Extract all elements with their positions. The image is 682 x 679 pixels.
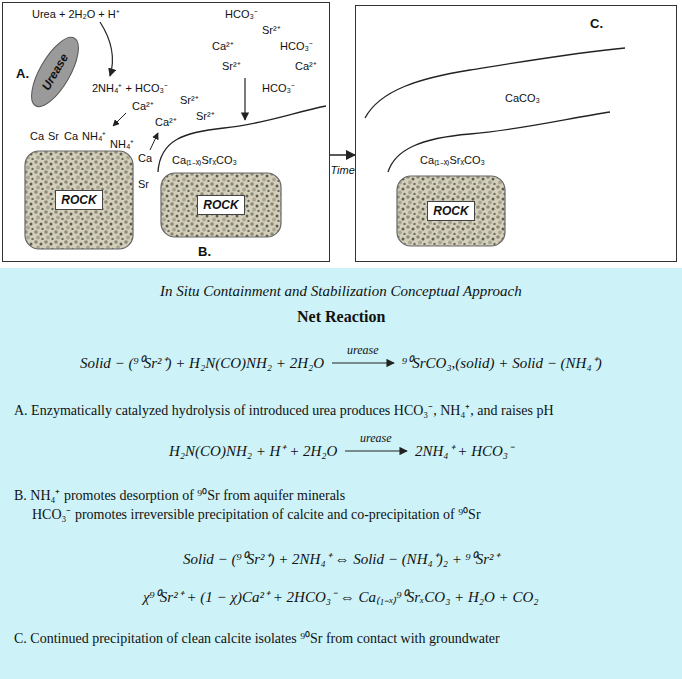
explanation-band: In Situ Containment and Stabilization Co… xyxy=(0,268,682,679)
step-text: A. Enzymatically catalyzed hydrolysis of… xyxy=(14,400,554,419)
ion-label: Ca²⁺ xyxy=(212,38,234,53)
equation: ⁹⁰SrCO₃,(solid) + Solid − (NH₄⁺) xyxy=(402,352,602,372)
ion-label: HCO₃⁻ xyxy=(262,80,295,95)
calcite-layer xyxy=(365,48,625,118)
ion-label: Ca xyxy=(30,130,44,142)
stage-letter: A. xyxy=(16,66,29,81)
layer-label: Ca₍₁₋ₓ₎SrₓCO₃ xyxy=(420,152,485,167)
equation: χ⁹⁰Sr²⁺ + (1 − χ)Ca²⁺ + 2HCO₃⁻ ⇔ Ca₍₁₋ₓ₎… xyxy=(143,586,539,606)
ion-label: HCO₃⁻ xyxy=(225,6,258,21)
ion-label: Sr²⁺ xyxy=(262,22,281,37)
equation: H₂N(CO)NH₂ + H⁺ + 2H₂O xyxy=(169,440,337,460)
precipitation-arrow xyxy=(244,78,245,120)
edge-label: Time xyxy=(331,164,355,176)
ion-label: Sr²⁺ xyxy=(196,108,215,123)
ion-label: Ca xyxy=(138,152,152,164)
layer-label: CaCO₃ xyxy=(505,92,540,104)
ion-label: Ca²⁺ xyxy=(295,58,317,73)
rock-grain: ROCK xyxy=(396,175,506,247)
exchange-arrow xyxy=(113,113,126,126)
coprecipitate-layer xyxy=(388,112,610,172)
stage-letter: B. xyxy=(198,244,211,259)
equation-arrows xyxy=(0,268,682,679)
ion-label: Ca xyxy=(64,130,78,142)
ion-label: Sr xyxy=(138,178,149,190)
step-text: HCO₃⁻ promotes irreversible precipitatio… xyxy=(32,504,481,523)
equation: Solid − (⁹⁰Sr²⁺) + H₂N(CO)NH₂ + 2H₂O xyxy=(80,352,324,372)
ion-label: NH₄⁺ xyxy=(82,128,106,143)
ion-label: Sr²⁺ xyxy=(180,92,199,107)
rock-label: ROCK xyxy=(427,201,474,221)
section-heading: Net Reaction xyxy=(297,308,385,326)
equation: Solid − (⁹⁰Sr²⁺) + 2NH₄⁺ ⇔ Solid − (NH₄⁺… xyxy=(183,548,499,568)
rock-grain: ROCK xyxy=(24,150,134,250)
reaction-arrow xyxy=(100,22,112,76)
coprecipitate-layer xyxy=(158,106,326,172)
figure-title: In Situ Containment and Stabilization Co… xyxy=(160,283,522,300)
ion-label: NH₄⁺ xyxy=(110,136,134,151)
rock-label: ROCK xyxy=(197,195,244,215)
ion-label: HCO₃⁻ xyxy=(280,38,313,53)
desorption-arrow xyxy=(150,133,158,150)
ion-label: Sr xyxy=(48,130,59,142)
catalyst-label: urease xyxy=(347,343,379,358)
reaction-label: Urea + 2H₂O + H⁺ xyxy=(32,6,120,21)
time-arrow xyxy=(330,154,355,156)
stage-letter: C. xyxy=(590,16,603,31)
step-text: C. Continued precipitation of clean calc… xyxy=(14,628,500,647)
ion-label: Ca²⁺ xyxy=(132,98,154,113)
ion-label: Ca²⁺ xyxy=(155,114,177,129)
reaction-arrow xyxy=(332,362,394,363)
rock-label: ROCK xyxy=(55,190,102,210)
reaction-label: 2NH₄⁺ + HCO₃⁻ xyxy=(92,80,168,95)
layer-label: Ca₍₁₋ₓ₎SrₓCO₃ xyxy=(172,152,237,167)
reaction-arrow xyxy=(345,450,407,451)
equation: 2NH₄⁺ + HCO₃⁻ xyxy=(415,440,513,460)
stage-panel: C. ROCK xyxy=(355,5,677,262)
enzyme-ellipse: Urease xyxy=(21,29,89,114)
rock-grain: ROCK xyxy=(160,172,282,238)
ion-label: Sr²⁺ xyxy=(222,58,241,73)
step-text: B. NH₄⁺ promotes desorption of ⁹⁰Sr from… xyxy=(14,485,345,504)
catalyst-label: urease xyxy=(360,431,392,446)
